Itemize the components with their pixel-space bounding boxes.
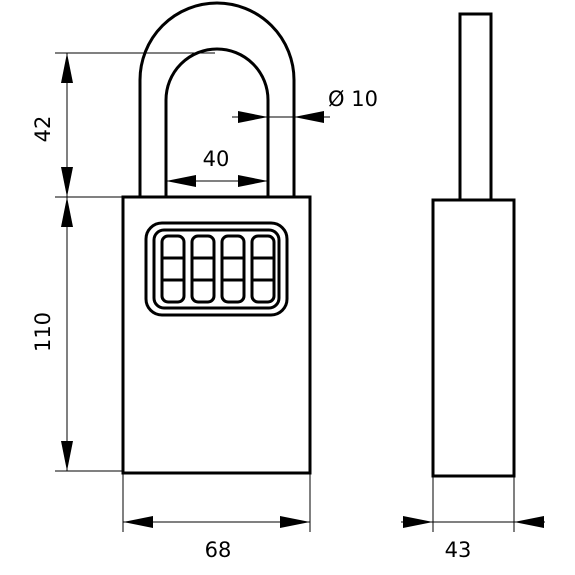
depth-label: 43 [445, 538, 472, 562]
dial-wheel-1 [160, 234, 186, 304]
diameter-label: Ø 10 [328, 87, 378, 111]
lock-body [121, 195, 312, 475]
depth-dimension [401, 476, 545, 532]
combination-dials [160, 234, 276, 304]
side-view [431, 12, 516, 478]
dial-wheel-2 [190, 234, 216, 304]
diameter-dimension [232, 111, 330, 123]
body-side [431, 198, 516, 478]
body-height-dimension [61, 197, 73, 471]
body-width-dimension [122, 473, 311, 532]
keypad-window-inner [152, 228, 281, 310]
body-height-label: 110 [31, 312, 55, 352]
dimension-lines [55, 52, 545, 532]
keypad-window [144, 221, 289, 317]
dial-wheel-4 [250, 234, 276, 304]
front-view [121, 1, 312, 475]
body-width-label: 68 [205, 538, 232, 562]
shackle-side [458, 12, 493, 202]
inner-width-label: 40 [203, 147, 230, 171]
inner-width-dimension [166, 175, 268, 187]
shackle-height-label: 42 [31, 116, 55, 143]
shackle-inner [164, 47, 270, 197]
shackle-height-dimension [61, 53, 73, 197]
shackle [138, 1, 296, 197]
dial-wheel-3 [220, 234, 246, 304]
